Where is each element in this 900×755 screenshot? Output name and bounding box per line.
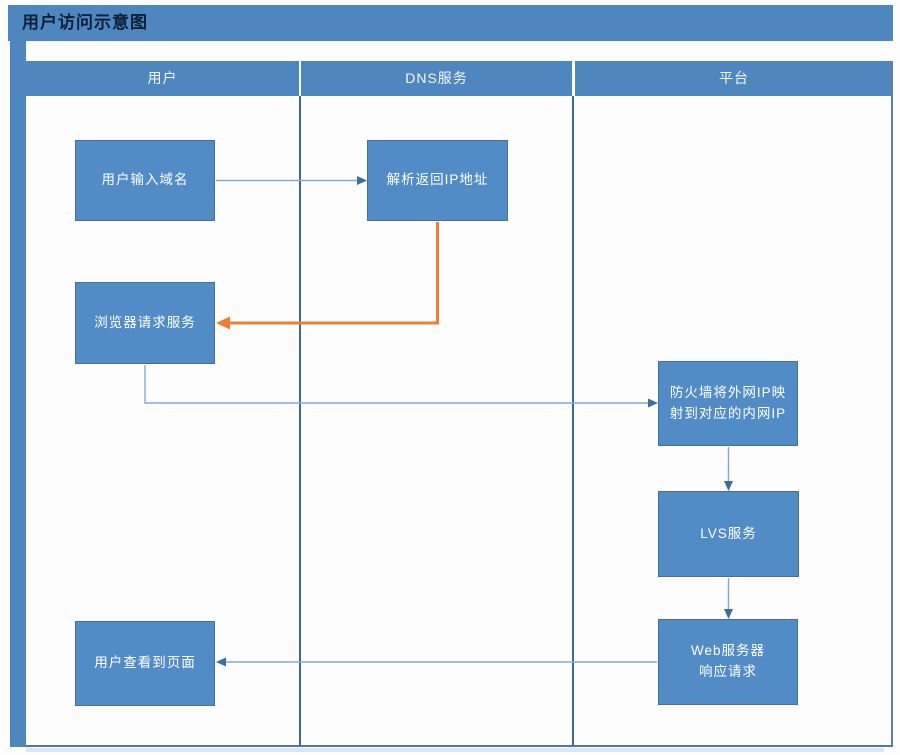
arrowhead-left-icon <box>216 657 226 667</box>
arrowhead-left-icon <box>216 316 230 330</box>
lane-header-dns: DNS服务 <box>301 61 572 96</box>
lane-header-user: 用户 <box>26 61 299 96</box>
lane-header-platform: 平台 <box>575 61 893 96</box>
pool-left-strip <box>10 41 26 747</box>
node-browser-request-service: 浏览器请求服务 <box>75 282 215 364</box>
node-user-view-page: 用户查看到页面 <box>75 621 215 706</box>
pool-bottom-shadow <box>26 748 884 752</box>
arrowhead-right-icon <box>357 176 367 185</box>
arrowhead-down-icon <box>724 481 733 491</box>
arrowhead-right-icon <box>648 398 658 408</box>
arrowhead-down-icon <box>724 609 733 619</box>
pool-bottom-border <box>26 745 893 747</box>
connector-dns-to-browser <box>228 222 439 325</box>
pool-right-border <box>891 61 893 746</box>
diagram-title: 用户访问示意图 <box>8 5 893 41</box>
node-dns-resolve-ip: 解析返回IP地址 <box>367 140 508 221</box>
node-lvs-service: LVS服务 <box>658 491 799 577</box>
lane-divider-1 <box>299 96 301 746</box>
node-firewall-nat: 防火墙将外网IP映射到对应的内网IP <box>658 361 798 446</box>
node-web-server-response: Web服务器 响应请求 <box>658 619 798 705</box>
lane-divider-2 <box>572 96 574 746</box>
node-user-input-domain: 用户输入域名 <box>75 140 215 221</box>
